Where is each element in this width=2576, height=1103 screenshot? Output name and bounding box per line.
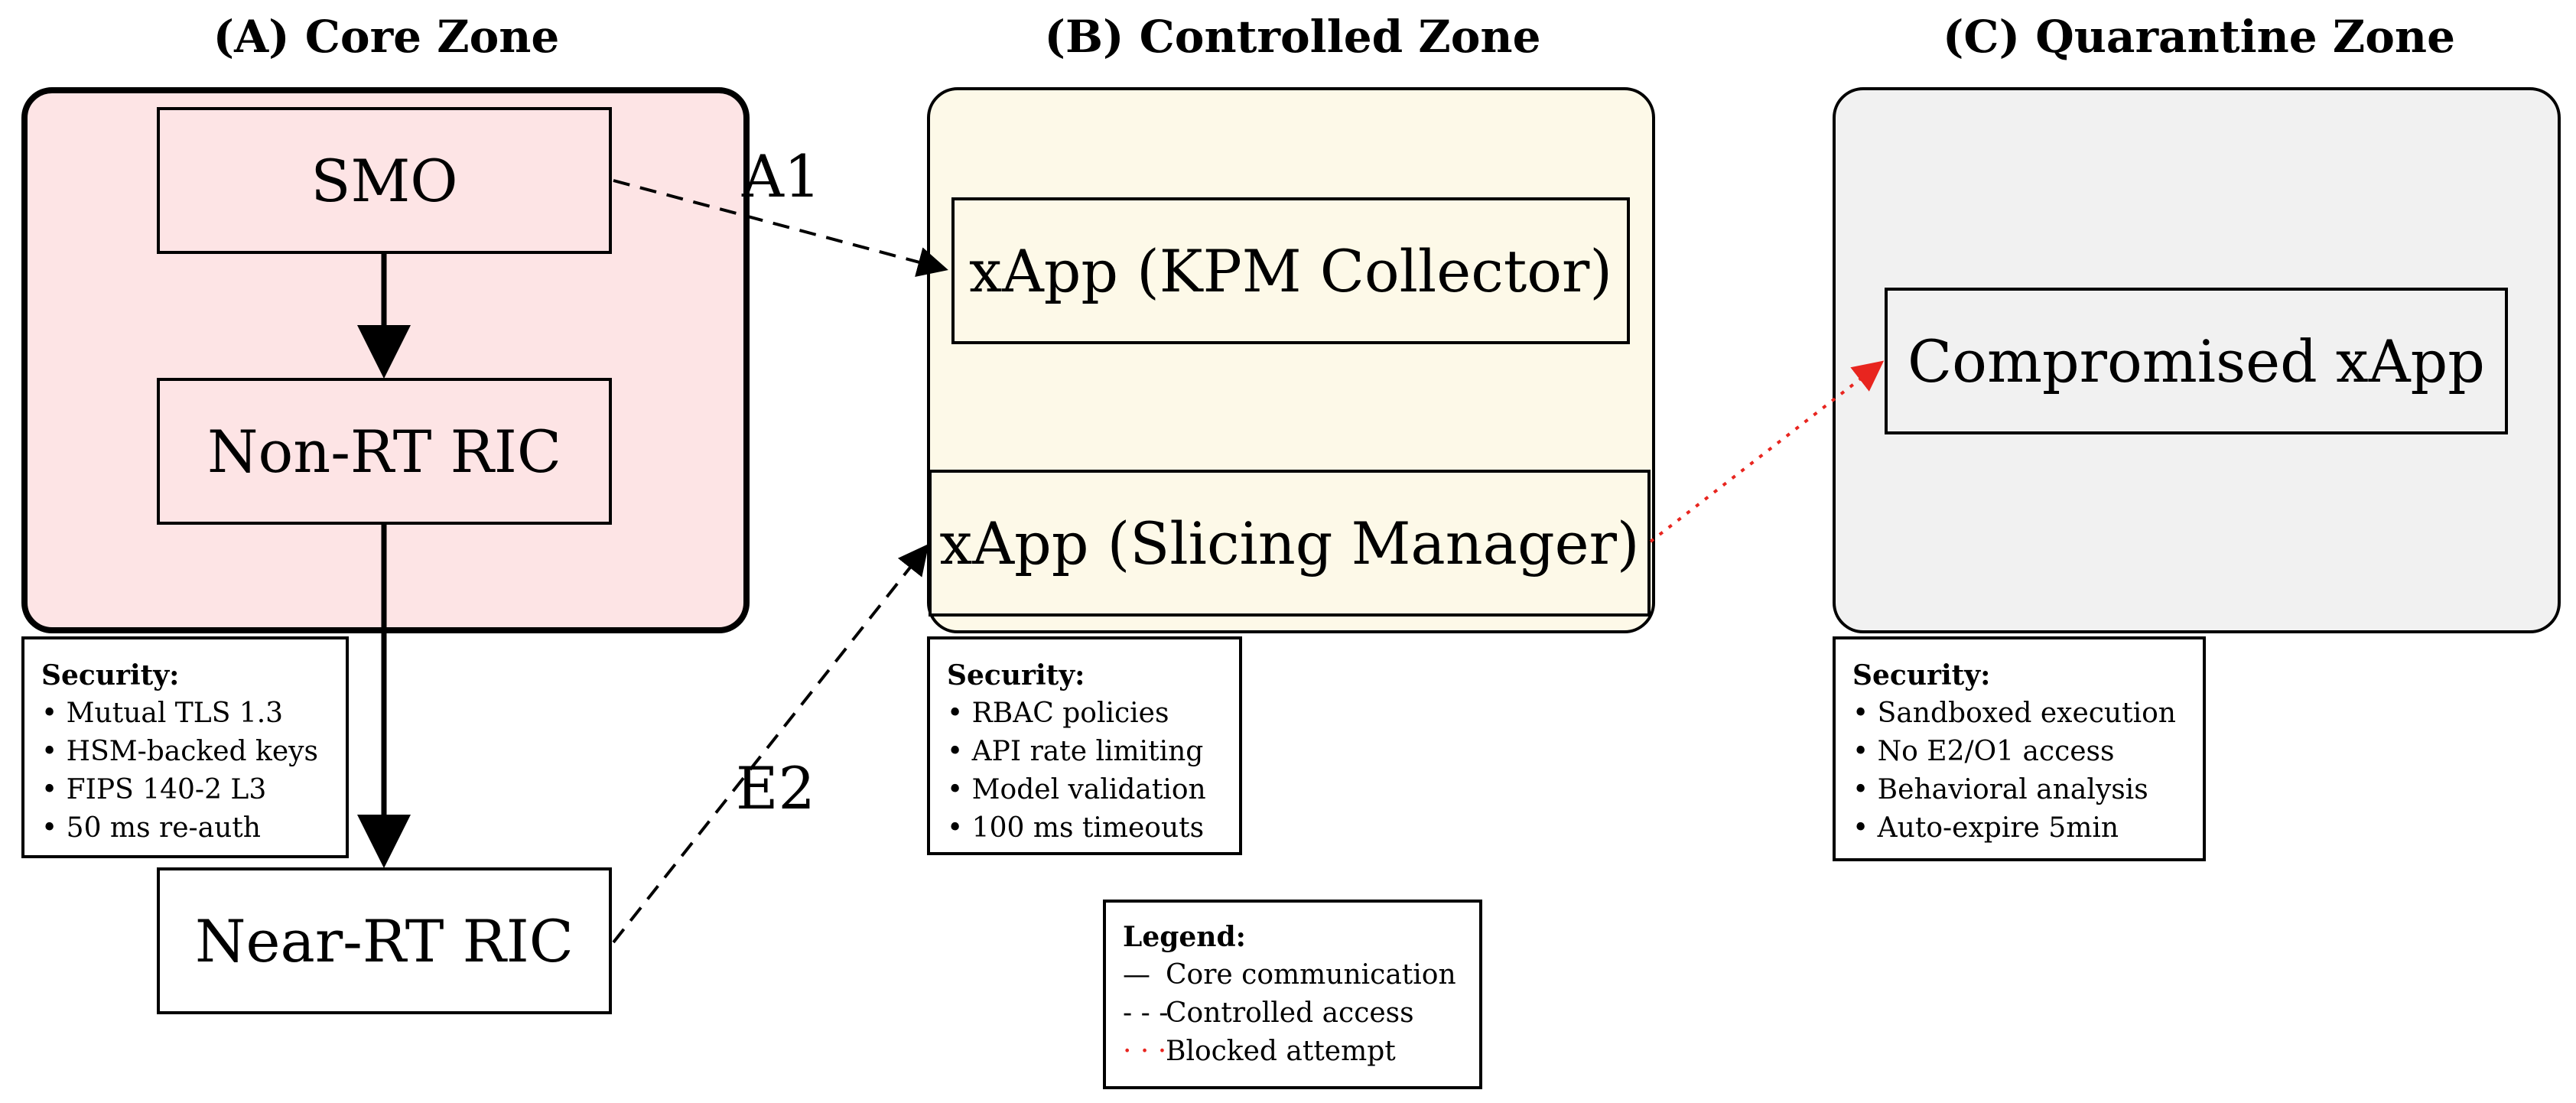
- legend-dashed-line-symbol: - - -: [1123, 997, 1169, 1029]
- controlled-security-item: • 100 ms timeouts: [947, 812, 1205, 844]
- kpm-collector-xapp-node[interactable]: xApp (KPM Collector): [951, 197, 1630, 344]
- controlled-security-item: • Model validation: [947, 774, 1206, 805]
- core-security-box: Security: • Mutual TLS 1.3 • HSM-backed …: [21, 636, 349, 858]
- a1-interface-label: A1: [742, 142, 821, 210]
- quarantine-security-item: • Behavioral analysis: [1852, 774, 2148, 805]
- quarantine-zone-title: (C) Quarantine Zone: [1942, 11, 2455, 63]
- slicing-manager-xapp-node[interactable]: xApp (Slicing Manager): [929, 470, 1651, 617]
- core-security-item: • Mutual TLS 1.3: [41, 698, 284, 729]
- controlled-security-item: • RBAC policies: [947, 698, 1169, 729]
- near-rt-ric-node[interactable]: Near-RT RIC: [157, 867, 612, 1014]
- quarantine-security-box: Security: • Sandboxed execution • No E2/…: [1833, 636, 2206, 861]
- legend-item-controlled: - - -Controlled access: [1123, 994, 1462, 1033]
- core-zone-title: (A) Core Zone: [213, 11, 560, 63]
- quarantine-security-item: • Sandboxed execution: [1852, 698, 2176, 729]
- non-rt-ric-node[interactable]: Non-RT RIC: [157, 378, 612, 525]
- legend-box: Legend: — Core communication - - -Control…: [1103, 900, 1482, 1089]
- legend-dotted-line-symbol: · · ·: [1123, 1036, 1167, 1067]
- core-security-item: • HSM-backed keys: [41, 736, 318, 767]
- core-security-item: • 50 ms re-auth: [41, 812, 261, 844]
- a1-dashed-arrow: [613, 179, 948, 278]
- e2-dashed-arrow: [612, 543, 929, 944]
- core-security-title: Security:: [41, 659, 180, 691]
- controlled-security-box: Security: • RBAC policies • API rate lim…: [927, 636, 1242, 855]
- controlled-zone-title: (B) Controlled Zone: [1044, 11, 1541, 63]
- legend-title: Legend:: [1123, 921, 1246, 953]
- legend-item-label: Core communication: [1166, 959, 1456, 991]
- legend-solid-line-symbol: —: [1123, 959, 1150, 991]
- legend-item-label: Blocked attempt: [1166, 1036, 1396, 1067]
- legend-item-core: — Core communication: [1123, 956, 1462, 994]
- quarantine-security-item: • No E2/O1 access: [1852, 736, 2115, 767]
- controlled-security-item: • API rate limiting: [947, 736, 1204, 767]
- e2-interface-label: E2: [736, 754, 815, 822]
- blocked-dotted-arrow: [1649, 360, 1885, 543]
- compromised-xapp-node[interactable]: Compromised xApp: [1885, 288, 2508, 434]
- legend-item-label: Controlled access: [1166, 997, 1414, 1029]
- legend-item-blocked: · · ·Blocked attempt: [1123, 1033, 1462, 1071]
- quarantine-security-title: Security:: [1852, 659, 1991, 691]
- core-security-item: • FIPS 140-2 L3: [41, 774, 267, 805]
- controlled-security-title: Security:: [947, 659, 1085, 691]
- smo-node[interactable]: SMO: [157, 107, 612, 254]
- quarantine-security-item: • Auto-expire 5min: [1852, 812, 2119, 844]
